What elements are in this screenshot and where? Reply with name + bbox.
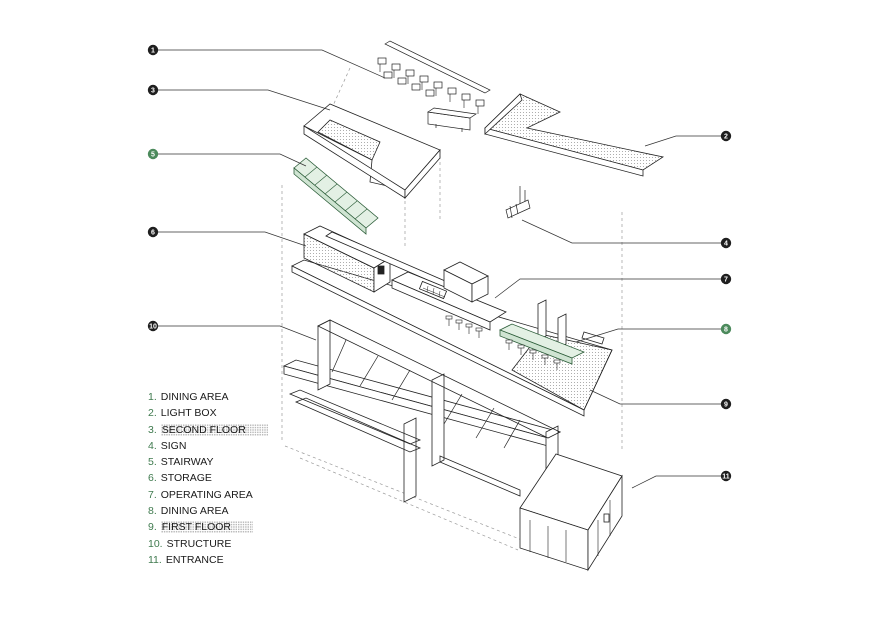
callout-badge — [147, 226, 159, 238]
legend-label: OPERATING AREA — [160, 488, 253, 501]
callout-number: 9 — [724, 401, 728, 408]
callout-number: 4 — [724, 240, 728, 247]
callout-number: 6 — [151, 229, 155, 236]
callout-badge — [147, 84, 159, 96]
legend-number: 10. — [148, 537, 163, 550]
legend-item: 1.DINING AREA — [148, 389, 268, 405]
callout-1: 1 — [147, 44, 159, 56]
legend-number: 2. — [148, 407, 157, 420]
stairway — [293, 157, 379, 235]
legend-number: 11. — [148, 553, 162, 566]
callout-badge — [147, 320, 159, 332]
callout-number: 3 — [151, 87, 155, 94]
legend-label: STAIRWAY — [160, 456, 214, 469]
legend-label: DINING AREA — [160, 505, 229, 518]
legend-item: 5.STAIRWAY — [148, 454, 268, 470]
legend-item: 11.ENTRANCE — [148, 552, 268, 568]
callout-8: 8 — [720, 323, 732, 335]
legend-number: 7. — [148, 488, 157, 501]
callout-2: 2 — [720, 130, 732, 142]
legend-number: 1. — [148, 391, 157, 403]
legend-item: 8.DINING AREA — [148, 503, 268, 519]
callout-5: 5 — [147, 148, 159, 160]
callout-badge — [720, 130, 732, 142]
callout-badge — [720, 237, 732, 249]
callout-9: 9 — [720, 398, 732, 410]
callout-10: 10 — [147, 320, 159, 332]
callout-4: 4 — [720, 237, 732, 249]
callout-badge — [720, 273, 732, 285]
legend-number: 8. — [148, 505, 157, 518]
callout-badge — [147, 44, 159, 56]
callout-badge — [720, 470, 732, 482]
callout-number: 5 — [151, 151, 155, 158]
upper-dining-furniture — [377, 40, 491, 132]
legend-item: 7.OPERATING AREA — [148, 487, 268, 503]
second-floor-slab — [303, 103, 441, 200]
legend-item: 3.SECOND FLOOR — [148, 422, 268, 438]
callout-7: 7 — [720, 273, 732, 285]
legend-label: DINING AREA — [160, 391, 229, 403]
callout-number: 8 — [724, 326, 728, 333]
callout-markers: 1 2 3 4 5 6 7 8 9 10 11 — [147, 44, 732, 482]
legend-item: 6.STORAGE — [148, 470, 268, 486]
callout-11: 11 — [720, 470, 732, 482]
legend-number: 6. — [148, 472, 157, 485]
leader-lines — [158, 49, 722, 489]
legend-label: STORAGE — [160, 472, 212, 485]
callout-number: 10 — [149, 323, 157, 330]
legend-label: STRUCTURE — [166, 537, 232, 550]
callout-number: 2 — [724, 133, 728, 140]
callout-6: 6 — [147, 226, 159, 238]
legend-number: 3. — [148, 423, 157, 436]
legend-label: SIGN — [160, 439, 187, 452]
legend-item: 10.STRUCTURE — [148, 536, 268, 552]
callout-3: 3 — [147, 84, 159, 96]
legend-number: 4. — [148, 439, 157, 452]
callout-number: 7 — [724, 276, 728, 283]
legend-item: 9.FIRST FLOOR — [148, 519, 268, 535]
legend-label: FIRST FLOOR — [160, 521, 253, 534]
callout-badge — [720, 398, 732, 410]
legend-item: 2.LIGHT BOX — [148, 405, 268, 421]
legend-label: LIGHT BOX — [160, 407, 217, 420]
legend-label: ENTRANCE — [165, 553, 224, 566]
callout-number: 11 — [722, 473, 730, 480]
first-floor-assembly — [291, 225, 613, 417]
callout-badge — [147, 148, 159, 160]
legend-number: 5. — [148, 456, 157, 469]
structure-frame — [282, 319, 562, 503]
callout-badge — [720, 323, 732, 335]
light-box — [484, 93, 665, 177]
legend-item: 4.SIGN — [148, 438, 268, 454]
callout-number: 1 — [151, 47, 155, 54]
sign — [505, 186, 531, 219]
legend-label: SECOND FLOOR — [160, 423, 268, 436]
legend-number: 9. — [148, 521, 157, 534]
entrance — [519, 453, 623, 572]
